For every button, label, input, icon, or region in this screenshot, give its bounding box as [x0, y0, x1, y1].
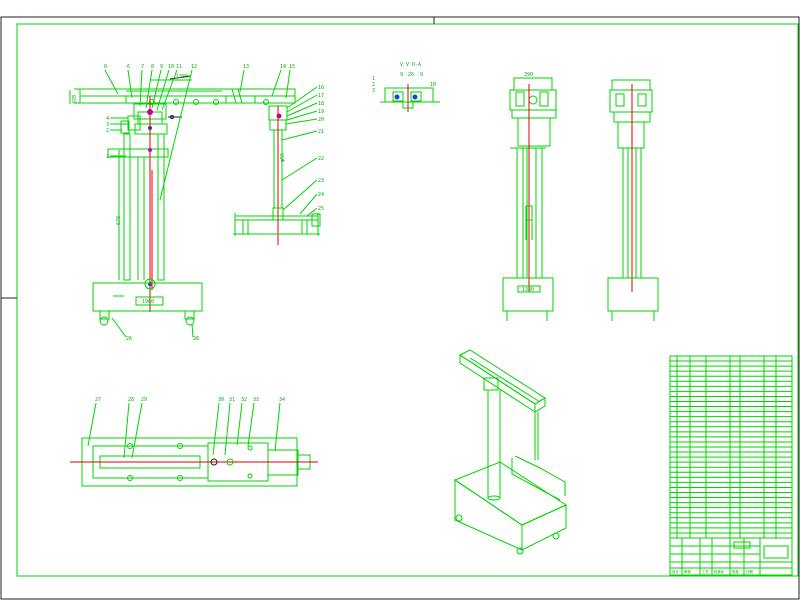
- sheet-outer-border: [0, 16, 800, 600]
- dim-base: 1960: [142, 299, 154, 305]
- balloon: 9: [400, 72, 403, 78]
- balloon: 14: [280, 64, 286, 70]
- balloon: 25: [318, 206, 324, 212]
- title-cell: 标准化: [714, 569, 725, 574]
- balloon: 15: [289, 64, 295, 70]
- balloon: 12: [191, 64, 197, 70]
- plan-view: 27 28 29 30 31 32 33 34: [70, 397, 318, 487]
- balloon: 10: [430, 82, 436, 88]
- isometric-view: [453, 349, 568, 555]
- balloon: 8: [151, 64, 154, 70]
- balloon: 7: [141, 64, 144, 70]
- balloon: 6: [127, 64, 130, 70]
- balloon: 10: [168, 64, 174, 70]
- title-cell: 审核: [684, 569, 691, 574]
- balloon: 31: [229, 397, 235, 403]
- balloon: 34: [279, 397, 285, 403]
- front-view: 370 1380 678: [69, 74, 320, 342]
- balloon: 32: [241, 397, 247, 403]
- balloon: 11: [176, 64, 182, 70]
- balloon: 33: [253, 397, 259, 403]
- balloon: 1: [106, 154, 109, 160]
- side-view-right: [607, 79, 659, 321]
- sheet-inner-frame: [16, 23, 799, 577]
- balloon: 27: [95, 397, 101, 403]
- balloon: 13: [243, 64, 249, 70]
- balloon: 9: [420, 72, 423, 78]
- balloon: 26: [408, 72, 414, 78]
- balloon: 22: [318, 156, 324, 162]
- balloon: 2: [106, 128, 109, 134]
- dim-side-top: 390: [524, 72, 533, 78]
- side-view-left: 390 1380: [502, 72, 557, 321]
- title-cell: 批准: [732, 569, 739, 574]
- balloon: 9: [160, 64, 163, 70]
- balloon: 24: [318, 192, 324, 198]
- balloon: 28: [128, 397, 134, 403]
- balloon: 20: [318, 117, 324, 123]
- balloon: 4: [106, 116, 109, 122]
- dim-beam-length: 1380: [176, 74, 188, 80]
- dim-beam-height: 370: [72, 95, 78, 104]
- front-view-balloons: 8 6 7 8 9 10 11 12 13 14 15 4 3 2 1 16 1…: [104, 64, 324, 227]
- title-block: 设计 审核 工艺 标准化 批准 日期: [669, 537, 793, 576]
- balloon: 3: [372, 88, 375, 94]
- title-cell: 日期: [746, 569, 753, 574]
- balloon: 30: [218, 397, 224, 403]
- balloon: 8: [104, 64, 107, 70]
- balloon: 1: [372, 76, 375, 82]
- dim-rod-diameter: φ55: [280, 153, 286, 162]
- detail-view: V V O-A 1 2 3 9 26 9 10: [372, 62, 440, 112]
- title-cell: 工艺: [702, 569, 709, 574]
- balloon: 3: [106, 122, 109, 128]
- title-cell: 设计: [672, 569, 679, 574]
- balloon: 18: [318, 101, 324, 107]
- balloon: 29: [141, 397, 147, 403]
- label-base-right: 28: [193, 336, 199, 342]
- balloon: 16: [318, 85, 324, 91]
- balloon: 2: [372, 82, 375, 88]
- balloon: 19: [318, 109, 324, 115]
- detail-view-title: V V O-A: [400, 62, 421, 68]
- dim-side-base: 1380: [522, 287, 534, 293]
- parts-list-table: [669, 355, 793, 539]
- balloon: 21: [318, 129, 324, 135]
- balloon: 17: [318, 93, 324, 99]
- balloon: 23: [318, 178, 324, 184]
- label-base-left: 26: [126, 336, 132, 342]
